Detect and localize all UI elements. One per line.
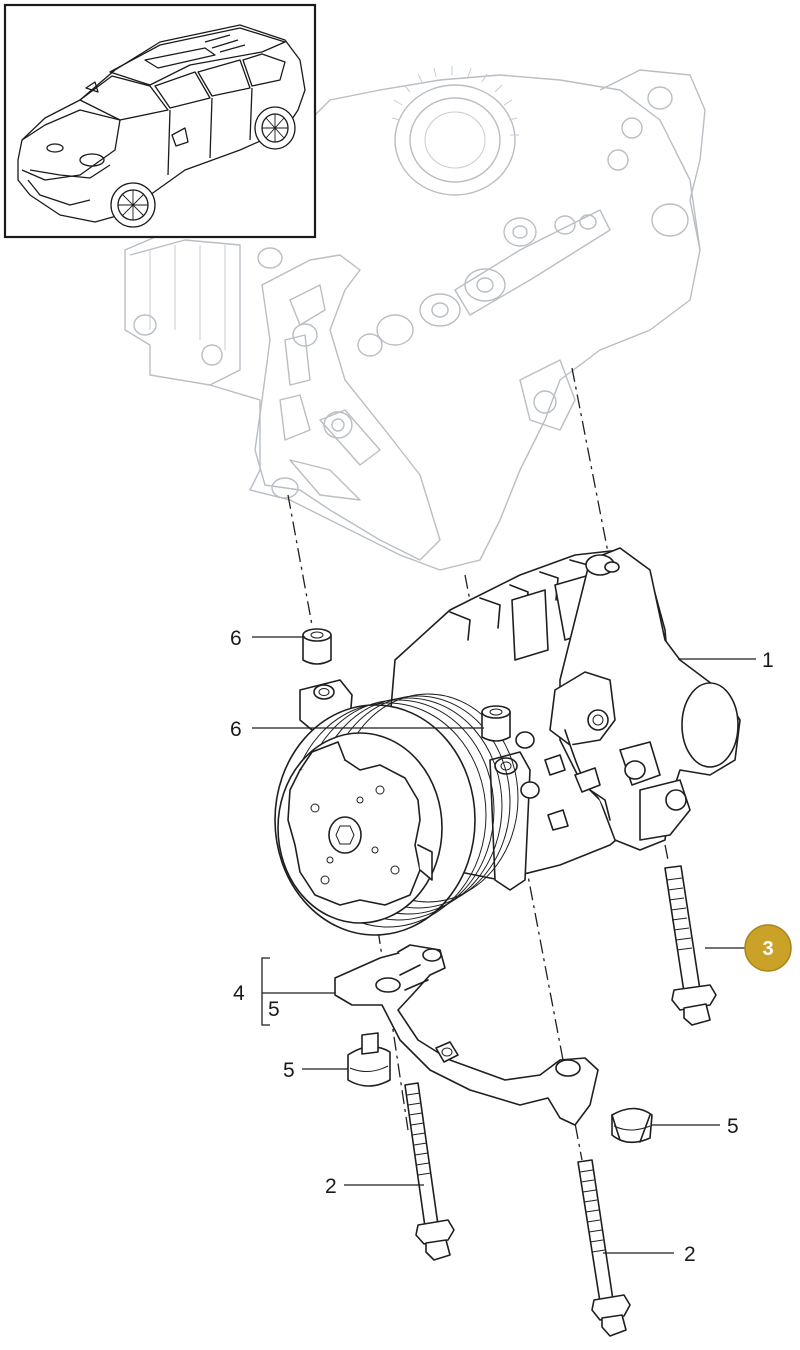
callout-sleeve-top: 6 xyxy=(230,627,242,650)
sleeve-upper[interactable] xyxy=(302,628,332,665)
compressor-bracket[interactable] xyxy=(334,944,599,1126)
callout-labels: 6 6 1 4 5 5 5 2 2 xyxy=(230,627,774,1266)
callout-bracket-sub: 5 xyxy=(268,998,280,1021)
ac-compressor[interactable] xyxy=(274,547,741,936)
callout-bracket-group: 4 xyxy=(233,982,245,1005)
leader-lines xyxy=(252,636,756,1254)
highlighted-part-badge[interactable]: 3 xyxy=(744,924,792,972)
suv-vehicle-icon xyxy=(17,24,306,228)
clip-left[interactable] xyxy=(347,1032,391,1087)
sleeve-middle[interactable] xyxy=(481,705,511,742)
callout-sleeve-mid: 6 xyxy=(230,718,242,741)
callout-clip-right: 5 xyxy=(727,1115,739,1138)
callout-compressor: 1 xyxy=(762,649,774,672)
callout-clip-left: 5 xyxy=(283,1059,295,1082)
callout-bolt-right: 2 xyxy=(684,1243,696,1266)
vehicle-thumbnail[interactable] xyxy=(3,3,317,239)
long-bolt[interactable] xyxy=(664,865,717,1026)
engine-bracket-ghost xyxy=(124,66,706,571)
callout-long-bolt: 3 xyxy=(762,938,773,960)
bolt-right[interactable] xyxy=(577,1159,631,1337)
callout-bolt-left: 2 xyxy=(325,1175,337,1198)
clip-right[interactable] xyxy=(611,1107,653,1144)
bolt-left[interactable] xyxy=(404,1082,455,1261)
